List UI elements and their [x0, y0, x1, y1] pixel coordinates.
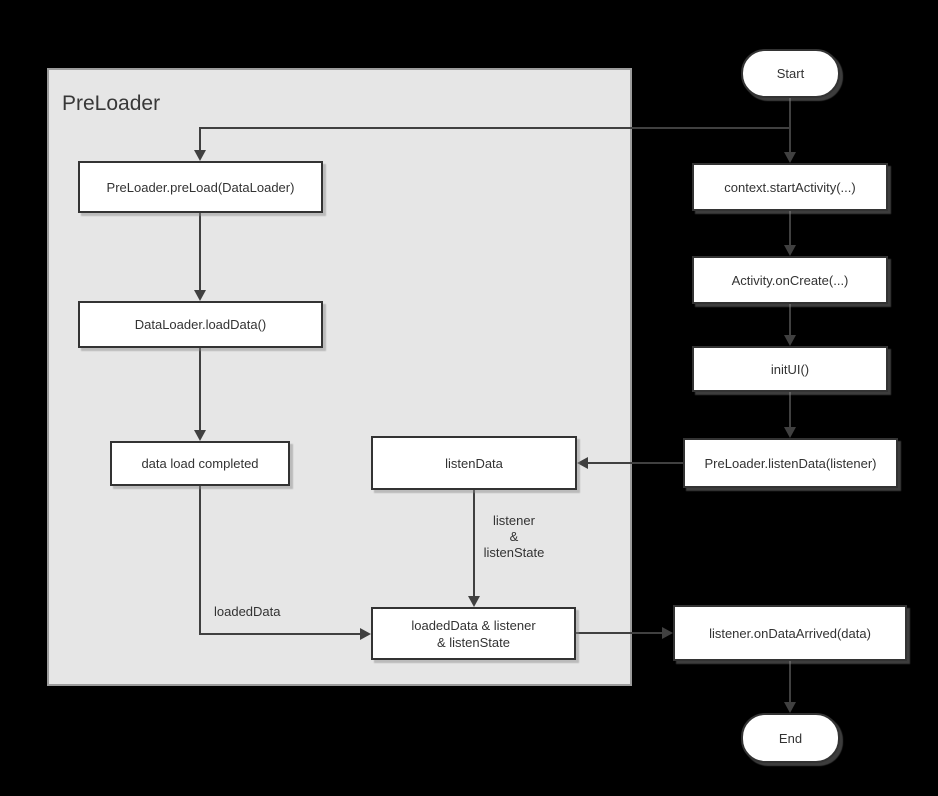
node-activity-oncreate: Activity.onCreate(...) — [692, 256, 888, 304]
node-data-load-completed-label: data load completed — [141, 456, 259, 471]
edge-completed-right — [199, 633, 361, 635]
arrowhead-into-initui — [784, 335, 796, 346]
edge-label-loadeddata: loadedData — [214, 604, 281, 619]
node-start: Start — [741, 49, 840, 98]
edge-merge-to-ondataarrived — [576, 632, 663, 634]
node-start-label: Start — [776, 66, 805, 81]
edge-ondataarrived-to-end — [789, 661, 791, 703]
edge-branch-horizontal — [199, 127, 791, 129]
node-loaddata: DataLoader.loadData() — [78, 301, 323, 348]
node-preload-label: PreLoader.preLoad(DataLoader) — [106, 179, 295, 195]
node-merge-state-label: loadedData & listener & listenState — [411, 617, 536, 650]
node-activity-oncreate-label: Activity.onCreate(...) — [731, 272, 849, 288]
arrowhead-into-oncreate — [784, 245, 796, 256]
arrowhead-into-context — [784, 152, 796, 163]
edge-oncreate-to-initui — [789, 304, 791, 336]
arrowhead-into-merge-top — [468, 596, 480, 607]
node-preloader-listendata-label: PreLoader.listenData(listener) — [704, 455, 877, 471]
arrowhead-into-listendata — [577, 457, 588, 469]
node-loaddata-label: DataLoader.loadData() — [134, 317, 267, 332]
arrowhead-into-ondataarrived — [662, 627, 673, 639]
edge-label-listener-state: listener & listenState — [483, 513, 545, 560]
edge-context-to-oncreate — [789, 211, 791, 246]
edge-initui-to-listen — [789, 392, 791, 428]
arrowhead-into-listen — [784, 427, 796, 438]
edge-start-to-context — [789, 98, 791, 154]
arrowhead-into-end — [784, 702, 796, 713]
node-merge-state: loadedData & listener & listenState — [371, 607, 576, 660]
node-listendata-label: listenData — [445, 455, 503, 471]
node-context-startactivity-label: context.startActivity(...) — [724, 179, 856, 195]
arrowhead-into-completed — [194, 430, 206, 441]
node-preloader-listendata: PreLoader.listenData(listener) — [683, 438, 898, 488]
arrowhead-into-preload — [194, 150, 206, 161]
arrowhead-into-loaddata — [194, 290, 206, 301]
node-listendata: listenData — [371, 436, 577, 490]
edge-listen-to-listendata — [588, 462, 683, 464]
edge-listendata-to-merge — [473, 490, 475, 597]
node-listener-ondataarrived: listener.onDataArrived(data) — [673, 605, 907, 661]
edge-branch-down — [199, 128, 201, 152]
edge-completed-down — [199, 486, 201, 635]
node-initui-label: initUI() — [770, 361, 810, 377]
node-context-startactivity: context.startActivity(...) — [692, 163, 888, 211]
node-listener-ondataarrived-label: listener.onDataArrived(data) — [709, 625, 871, 641]
arrowhead-into-merge-left — [360, 628, 371, 640]
group-title: PreLoader — [62, 92, 161, 115]
node-initui: initUI() — [692, 346, 888, 392]
edge-loaddata-to-completed — [199, 348, 201, 431]
node-end-label: End — [778, 730, 803, 746]
node-preload: PreLoader.preLoad(DataLoader) — [78, 161, 323, 213]
node-end: End — [741, 713, 840, 763]
node-data-load-completed: data load completed — [110, 441, 290, 486]
edge-preload-to-loaddata — [199, 213, 201, 291]
